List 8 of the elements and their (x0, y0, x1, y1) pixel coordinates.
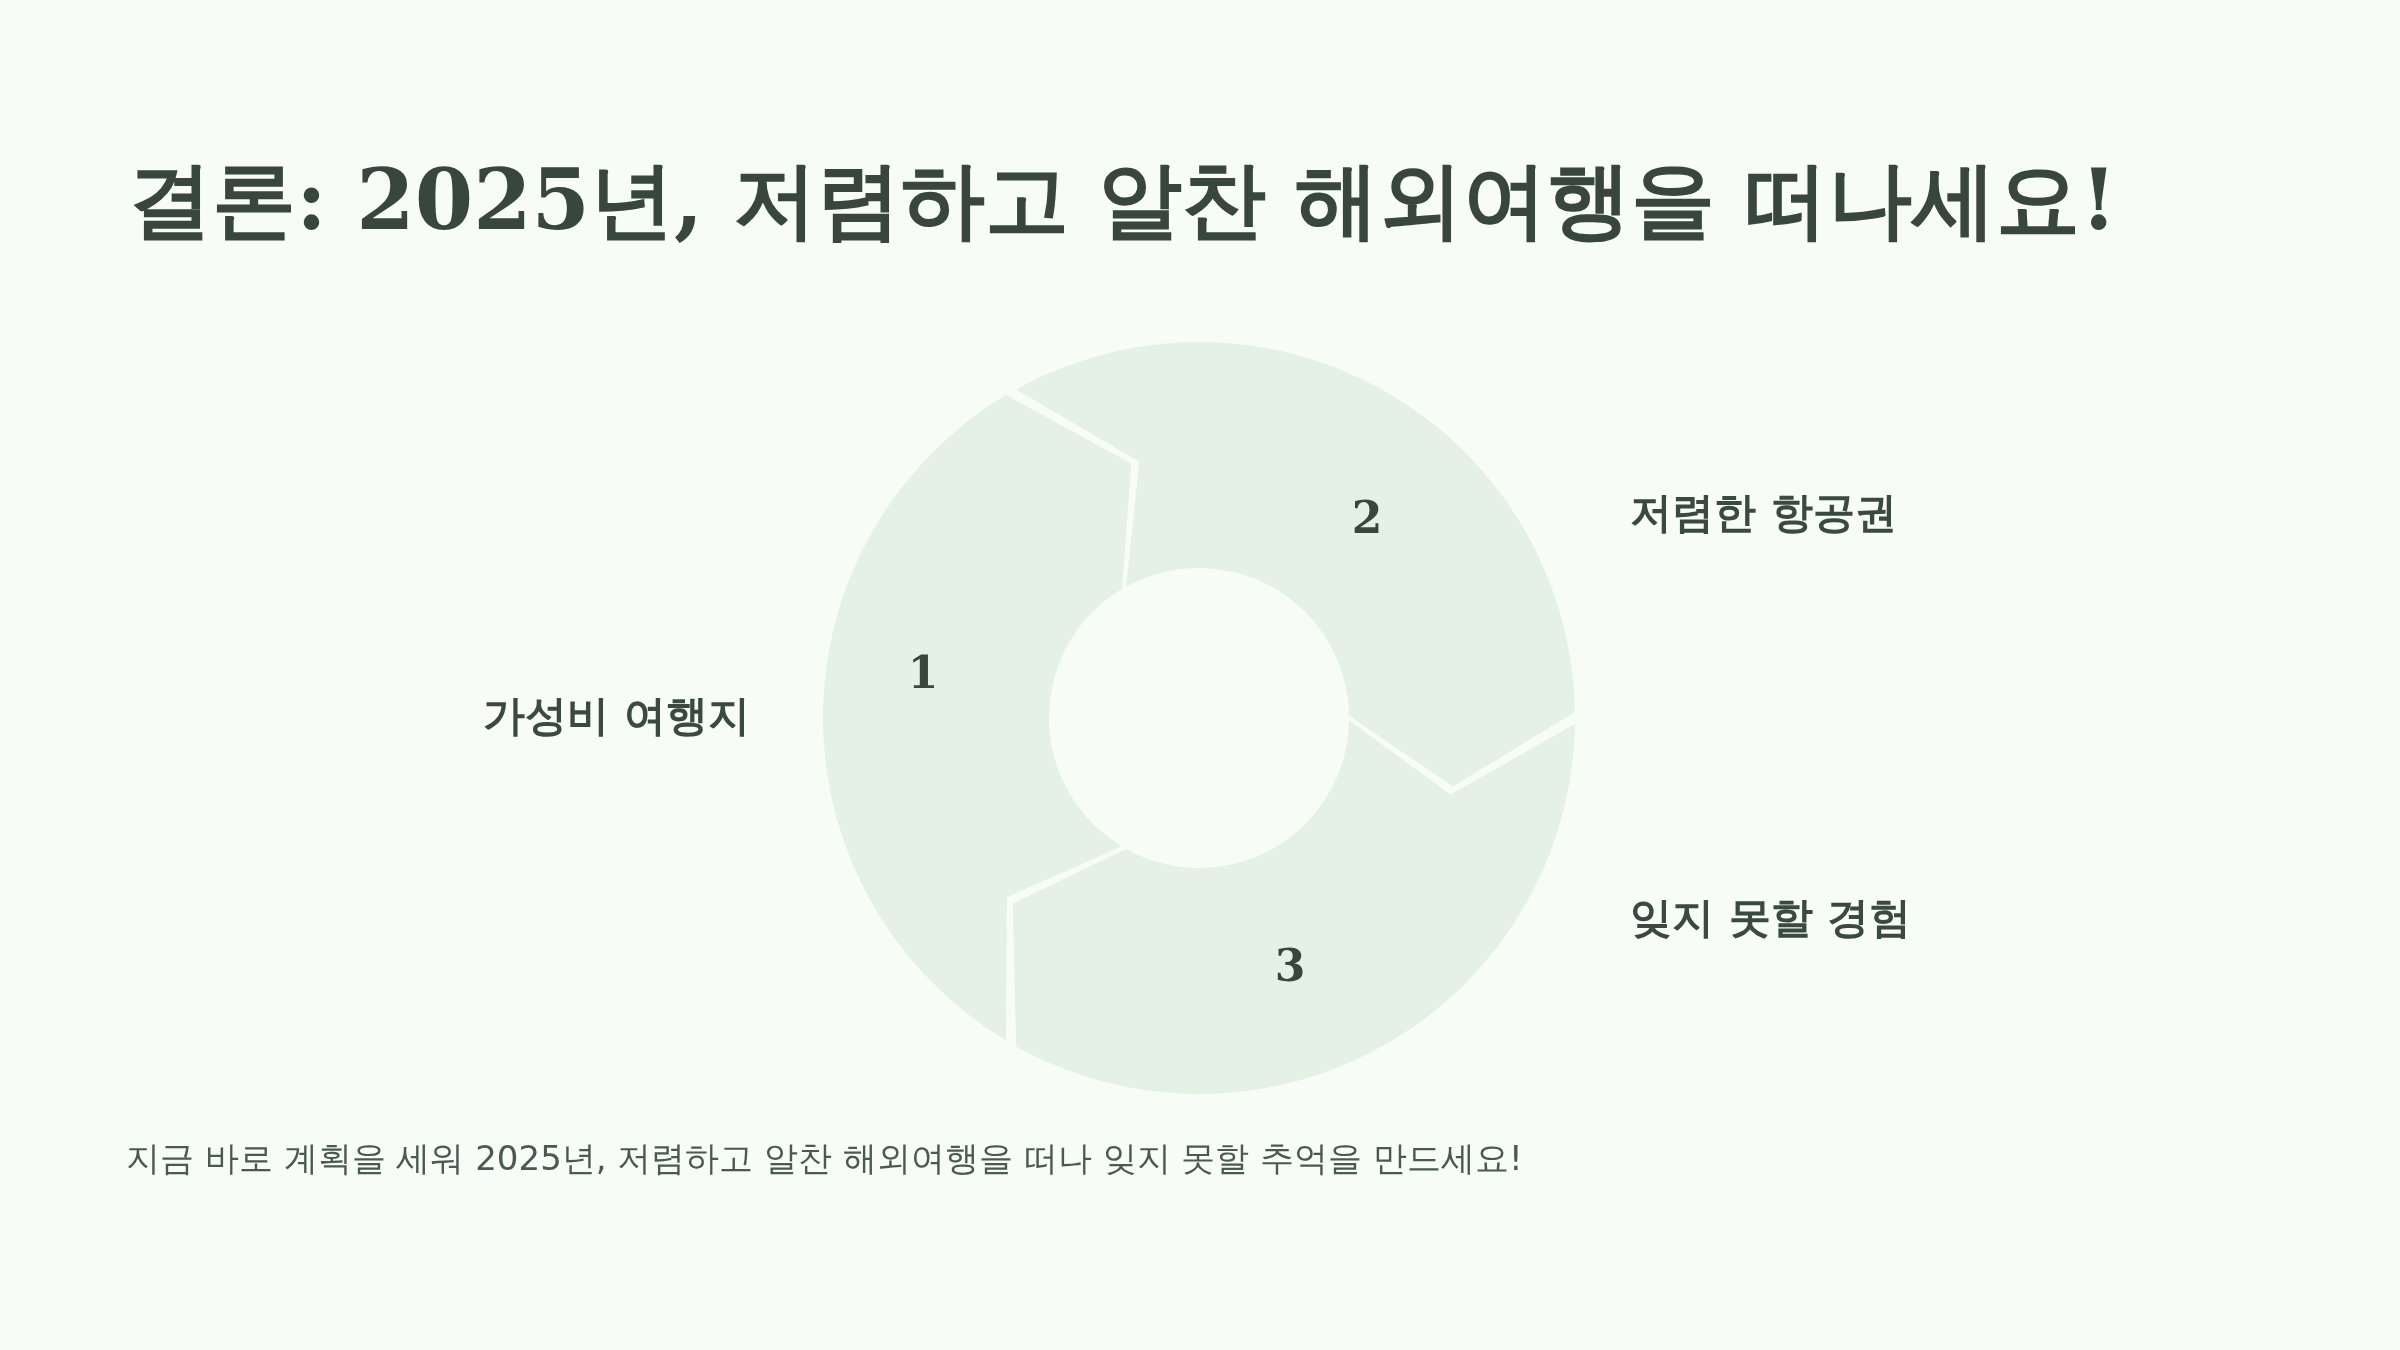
segment-label: 가성비 여행지 (483, 690, 750, 742)
step-number: 1 (907, 651, 939, 695)
step-number: 3 (1274, 944, 1306, 988)
segment-label: 잊지 못할 경험 (1630, 892, 1912, 944)
step-number: 2 (1351, 496, 1383, 540)
segment-label: 저렴한 항공권 (1630, 487, 1897, 539)
slide-title: 결론: 2025년, 저렴하고 알찬 해외여행을 떠나세요! (128, 150, 2118, 251)
caption: 지금 바로 계획을 세워 2025년, 저렴하고 알찬 해외여행을 떠나 잊지 못할 추억을 만드세요! (126, 1137, 1523, 1180)
